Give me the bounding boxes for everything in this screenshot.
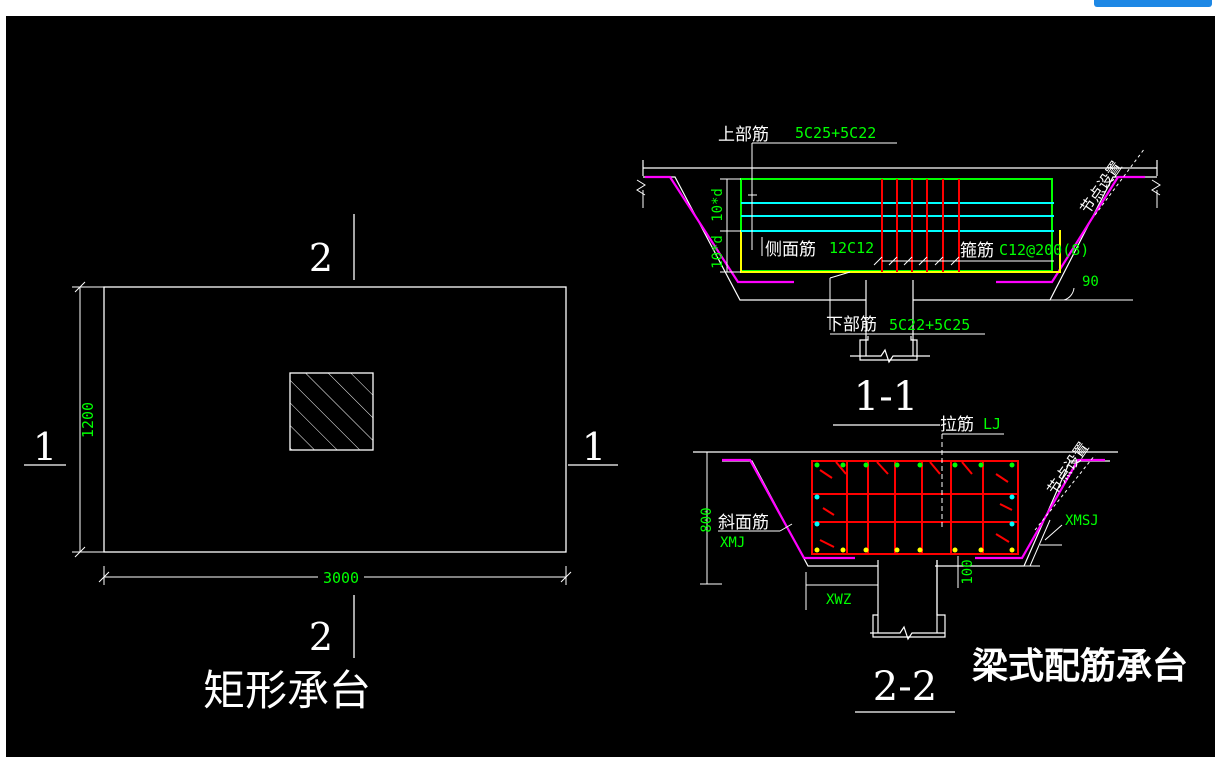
angle-label: 90 [1082, 274, 1099, 290]
slope-bar-label: 斜面筋 [718, 513, 769, 533]
section-2-2: 拉筋 LJ 800 斜面筋 XMJ XWZ 100 节点设置 XMSJ [693, 415, 1118, 713]
dim-lower-1-1: 10*d [710, 235, 726, 269]
stirrup-spec: C12@200(8) [999, 241, 1089, 259]
top-bar-spec: 5C25+5C22 [795, 124, 876, 142]
dim-upper-1-1: 10*d [710, 188, 726, 222]
stirrups-1-1 [881, 179, 960, 272]
section-1-left-label: 1 [33, 425, 57, 469]
tie-label: 拉筋 [940, 415, 974, 435]
bottom-bar-spec: 5C22+5C25 [889, 316, 970, 334]
section-2-bottom-label: 2 [309, 615, 333, 659]
slope-bar-left-2-2 [722, 458, 855, 560]
dim-height-label: 1200 [79, 402, 97, 438]
slope-bar-right-2-2 [975, 458, 1105, 560]
node-setting-2-2: 节点设置 [1044, 439, 1093, 498]
slope-bar-spec: XMJ [720, 535, 745, 551]
left-caption: 矩形承台 [203, 666, 371, 715]
side-bar-spec: 12C12 [829, 239, 874, 257]
node-setting-1-1: 节点设置 [1077, 158, 1126, 217]
top-bar-label: 上部筋 [718, 125, 769, 145]
side-bar-label: 侧面筋 [765, 240, 816, 260]
section-1-1-title: 1-1 [854, 374, 918, 420]
xwz-label: XWZ [826, 592, 851, 608]
cap-outline [103, 286, 567, 553]
bottom-bar-label: 下部筋 [826, 315, 877, 335]
top-right-button[interactable] [1094, 0, 1212, 7]
dim-width-label: 3000 [323, 569, 359, 587]
xmsj-label: XMSJ [1065, 513, 1099, 529]
slope-bar-left-1-1 [645, 175, 794, 284]
top-bar [0, 0, 1215, 16]
pile-hatch [289, 372, 374, 451]
slope-bar-right-1-1 [996, 175, 1145, 284]
section-1-right-label: 1 [582, 425, 606, 469]
rebar-grid-2-2 [811, 460, 1019, 555]
section-2-top-label: 2 [309, 236, 333, 280]
cad-drawing-canvas: 2 2 1 1 1200 3000 矩形承台 [6, 16, 1215, 757]
main-caption: 梁式配筋承台 [972, 646, 1188, 687]
section-2-2-title: 2-2 [873, 664, 937, 710]
tie-spec: LJ [983, 415, 1001, 433]
section-1-1: 10*d 10*d 上部筋 5C25+5C22 侧面筋 12C12 箍筋 C12… [636, 124, 1161, 426]
dim-height-2-2: 800 [699, 507, 715, 532]
cad-drawing: 2 2 1 1 1200 3000 矩形承台 [24, 124, 1188, 715]
rectangular-cap-plan: 2 2 1 1 1200 3000 矩形承台 [24, 214, 618, 715]
rebar-dots [814, 462, 1015, 553]
stirrup-label: 箍筋 [960, 241, 994, 261]
dim-cover-2-2: 100 [960, 559, 976, 584]
